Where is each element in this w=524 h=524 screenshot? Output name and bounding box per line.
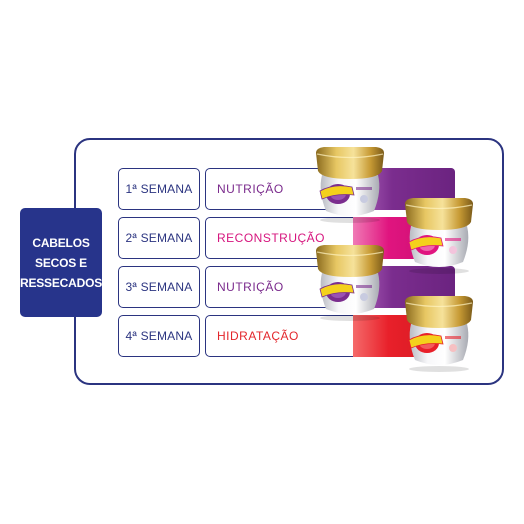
- product-jar-image: [405, 296, 473, 372]
- treatment-text: RECONSTRUÇÃO: [217, 231, 326, 245]
- product-jar-image: [405, 198, 473, 274]
- treatment-text: NUTRIÇÃO: [217, 182, 284, 196]
- hair-type-line-1: CABELOS: [32, 235, 90, 250]
- product-jar-image: [316, 147, 384, 223]
- week-label: 1ª SEMANA: [118, 168, 200, 210]
- hair-type-line-3: RESSECADOS: [19, 275, 103, 290]
- hair-type-line-2: SECOS E: [35, 255, 87, 270]
- treatment-text: HIDRATAÇÃO: [217, 329, 299, 343]
- week-label: 3ª SEMANA: [118, 266, 200, 308]
- product-jar-image: [316, 245, 384, 321]
- week-label: 4ª SEMANA: [118, 315, 200, 357]
- treatment-text: NUTRIÇÃO: [217, 280, 284, 294]
- week-label: 2ª SEMANA: [118, 217, 200, 259]
- hair-type-label: CABELOS SECOS E RESSECADOS: [20, 208, 102, 317]
